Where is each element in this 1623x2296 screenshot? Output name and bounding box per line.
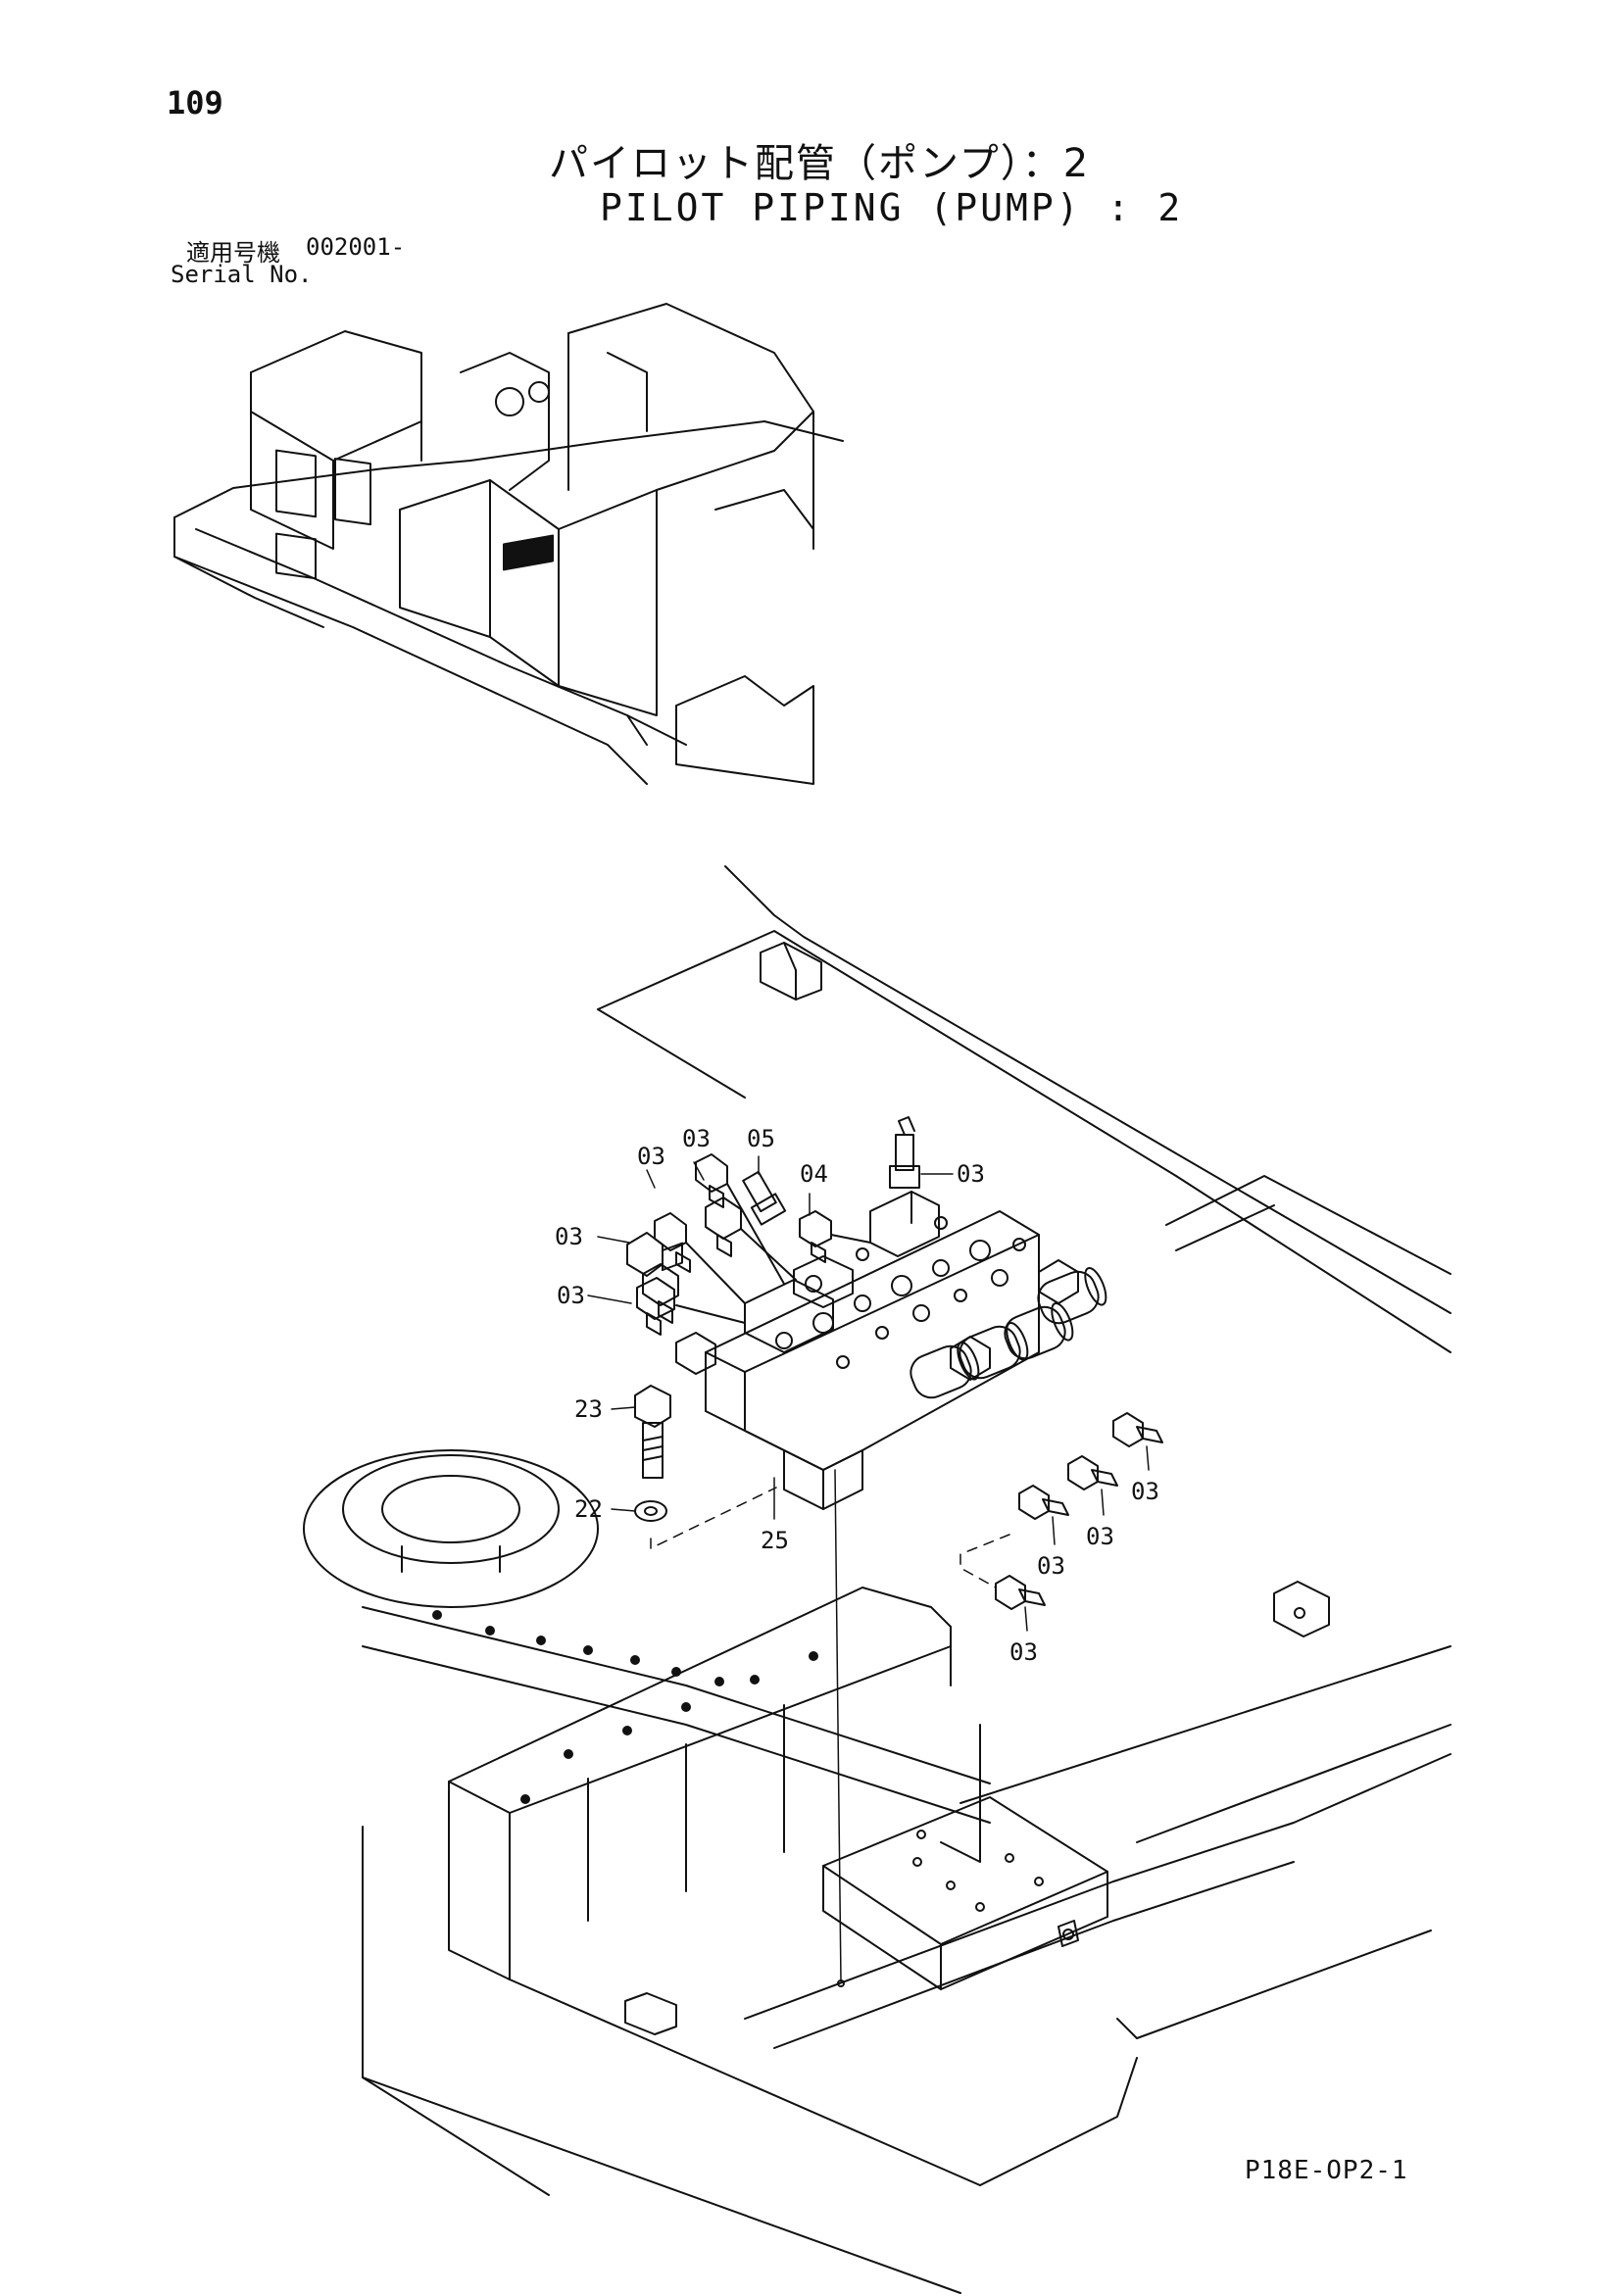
callout-25: 25 xyxy=(761,1527,789,1554)
drawing-code: P18E-OP2-1 xyxy=(1245,2156,1408,2185)
title-english: PILOT PIPING (PUMP) : 2 xyxy=(600,186,1184,229)
callout-03: 03 xyxy=(682,1125,711,1152)
callout-03: 03 xyxy=(1009,1638,1038,1666)
cab xyxy=(250,330,422,580)
control-valve xyxy=(675,1191,1107,1510)
fittings xyxy=(626,1116,1163,1610)
callout-03: 03 xyxy=(637,1143,665,1170)
callout-03: 03 xyxy=(1131,1478,1159,1505)
swing-ring xyxy=(303,1449,599,1608)
title-japanese: パイロット配管（ポンプ）：2 xyxy=(549,141,1091,186)
bolt-23 xyxy=(634,1385,671,1479)
callout-04: 04 xyxy=(800,1160,828,1188)
callout-23: 23 xyxy=(574,1395,603,1423)
machine-overview xyxy=(173,303,844,785)
serial-number-value: 002001- xyxy=(306,233,406,261)
callout-03: 03 xyxy=(555,1223,583,1250)
serial-label-english: Serial No. xyxy=(171,261,313,288)
box-beam xyxy=(448,1587,952,1980)
mounting-plate xyxy=(822,1796,1108,1990)
callout-22: 22 xyxy=(574,1495,603,1523)
callout-03: 03 xyxy=(1037,1552,1065,1580)
valve-spools xyxy=(910,1259,1107,1399)
page-number: 109 xyxy=(167,84,223,122)
serial-label-japanese: 適用号機 xyxy=(186,239,280,267)
washer-22 xyxy=(634,1500,667,1522)
callout-03: 03 xyxy=(1086,1523,1114,1550)
callout-03: 03 xyxy=(957,1160,985,1188)
callout-05: 05 xyxy=(747,1125,775,1152)
callout-03: 03 xyxy=(557,1282,585,1309)
main-frame xyxy=(303,865,1451,2294)
valve-location-marker xyxy=(503,534,554,571)
